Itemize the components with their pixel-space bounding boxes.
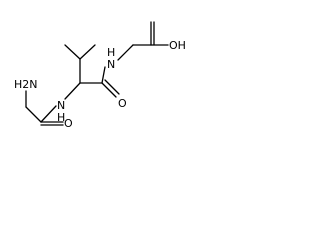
bond-alpha-to-n1 — [64, 82, 81, 100]
atom-label-amide-n1-h: H — [57, 111, 65, 124]
atom-label-carbonyl-o1: O — [64, 117, 73, 130]
atom-label-amide-n2: N — [107, 58, 115, 71]
atom-label-amide-n1: N — [57, 99, 65, 112]
bond-carbonyl2-to-n2 — [101, 66, 106, 84]
structural-formula: H2N N H O O N H OH — [14, 21, 186, 130]
atom-label-amine: H2N — [14, 78, 38, 91]
bond-carbonyl1-to-ch2 — [25, 106, 42, 123]
bond-set — [25, 21, 169, 126]
atom-label-acid-oh: OH — [169, 39, 186, 52]
atom-label-amide-n2-h: H — [107, 46, 115, 59]
bond-methyl-right — [79, 44, 96, 60]
bond-carbonyl2-double-a — [101, 82, 117, 98]
bond-n2-to-ch2 — [117, 44, 134, 61]
bond-n1-to-carbonyl1 — [40, 105, 57, 123]
atom-label-carbonyl-o2: O — [118, 97, 127, 110]
bond-carbonyl2-double-b — [104, 79, 120, 95]
atom-labels: H2N N H O O N H OH — [14, 39, 186, 130]
bond-methyl-left — [64, 44, 81, 60]
